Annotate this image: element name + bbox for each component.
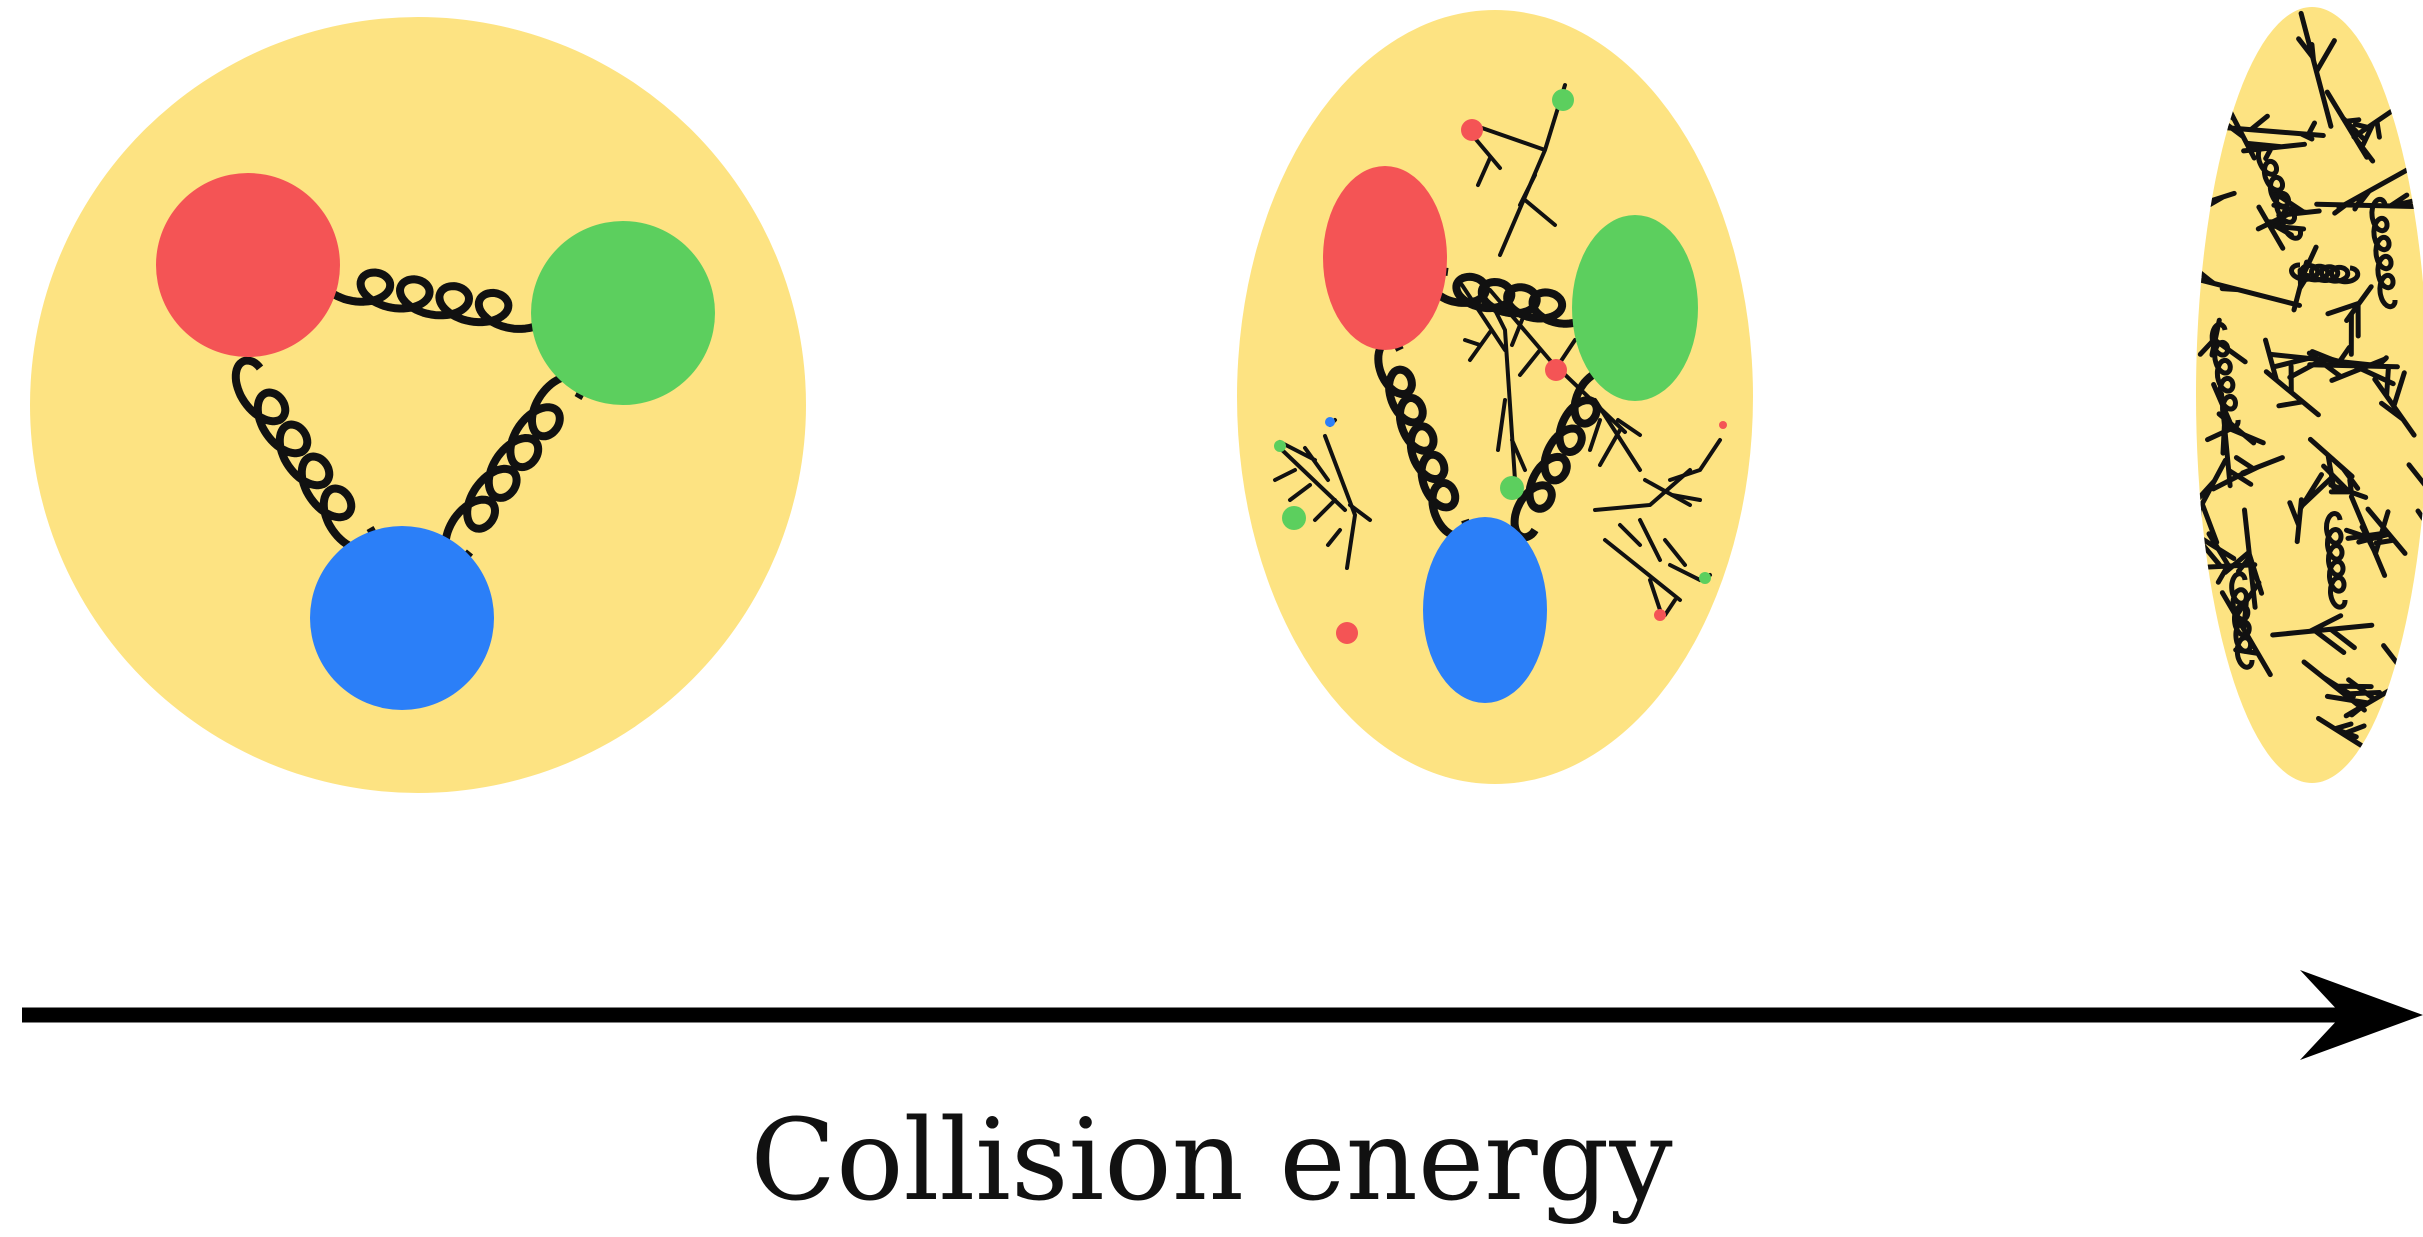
gluon-spring-red-blue (231, 356, 378, 554)
sea-gluon-branch (2196, 7, 2243, 34)
sea-gluon-branch (2268, 349, 2384, 380)
green-quark (1572, 215, 1698, 401)
sea-gluon-branch (2270, 613, 2375, 655)
sea-gluon-branch (2351, 104, 2401, 148)
axis-label: Collision energy (750, 1096, 1673, 1226)
sea-gluon-tree (1488, 288, 1577, 377)
red-quark (1323, 166, 1447, 350)
sea-gluon-branch (2222, 507, 2265, 610)
sea-gluon-branch (2287, 472, 2334, 545)
sea-gluon-tree (1603, 538, 1712, 617)
gluon-spring-red-green (1427, 267, 1592, 328)
sea-gluon-branch (2196, 457, 2228, 547)
dense-gluon-sea (2196, 7, 2423, 759)
sea-gluon-branch (2219, 391, 2266, 489)
red-sea-parton (1336, 622, 1358, 644)
gluon-links (231, 261, 586, 564)
sea-gluon-branch (2196, 264, 2302, 308)
sea-gluon-branch (2325, 284, 2374, 357)
gluon-spring-green-blue (441, 372, 586, 564)
sea-gluon-branch (2324, 89, 2376, 164)
sea-gluon-tree (1460, 283, 1507, 362)
energy-axis-arrow (22, 970, 2423, 1060)
sea-gluon-spring (2288, 262, 2361, 285)
sea-gluon-spring (2255, 142, 2303, 241)
sea-gluon-branch (2210, 455, 2285, 492)
sea-gluon-branch (2197, 317, 2248, 365)
green-sea-parton (1500, 476, 1524, 500)
high-energy-proton (2196, 7, 2423, 783)
sea-gluon-spring (2324, 510, 2348, 610)
sea-gluon-branch (2222, 113, 2326, 142)
sea-gluon-branch (2263, 337, 2321, 418)
sea-gluon-branch (2301, 659, 2382, 713)
blue-quark (1423, 517, 1547, 703)
green-quark (531, 221, 715, 405)
red-sea-parton (1719, 421, 1727, 429)
gluon-spring-red-blue (1374, 337, 1470, 540)
sea-gluon-branch (2307, 345, 2400, 387)
sea-gluon-tree (1593, 468, 1702, 567)
sea-gluon-branch (2196, 676, 2226, 728)
sea-gluon-branch (2196, 49, 2213, 146)
sea-gluon-branch (2383, 673, 2423, 759)
sea-gluon-branch (2256, 204, 2307, 251)
sea-gluon-branch (2332, 165, 2413, 216)
gluon-links (1374, 267, 1616, 542)
green-sea-parton (1699, 572, 1711, 584)
sea-gluon-tree (1480, 83, 1567, 257)
sea-gluon-branch (2296, 10, 2337, 129)
sea-gluon-spring (2229, 571, 2255, 670)
sea-gluon-tree (1493, 308, 1527, 482)
sea-gluon-branch (2307, 436, 2361, 491)
red-quark (156, 173, 340, 357)
green-sea-parton (1552, 89, 1574, 111)
red-sea-parton (1545, 359, 1567, 381)
sea-partons (1274, 89, 1727, 644)
sea-gluon-branch (2291, 244, 2319, 313)
sea-gluon-branch (2196, 531, 2258, 585)
red-sea-parton (1654, 609, 1666, 621)
sea-gluon-tree (1593, 398, 1642, 472)
sea-gluon-spring (2369, 196, 2398, 310)
low-energy-proton (30, 17, 806, 793)
sea-gluon-tree (1273, 446, 1347, 522)
green-sea-parton (1282, 506, 1306, 530)
sea-gluon-spring (2209, 321, 2241, 430)
sea-gluon-branch (2344, 494, 2391, 578)
sea-gluon-tree (1643, 438, 1722, 507)
medium-energy-proton (1237, 10, 1753, 784)
green-sea-parton (1274, 440, 1286, 452)
sea-gluon-branch (2316, 716, 2376, 756)
blue-quark (310, 526, 494, 710)
gluon-spring-green-blue (1510, 367, 1616, 542)
blue-sea-parton (1325, 417, 1335, 427)
sea-gluon-branch (2321, 463, 2369, 500)
gluon-spring-red-green (317, 261, 552, 333)
red-sea-parton (1461, 119, 1483, 141)
arrow-head (2300, 970, 2423, 1060)
